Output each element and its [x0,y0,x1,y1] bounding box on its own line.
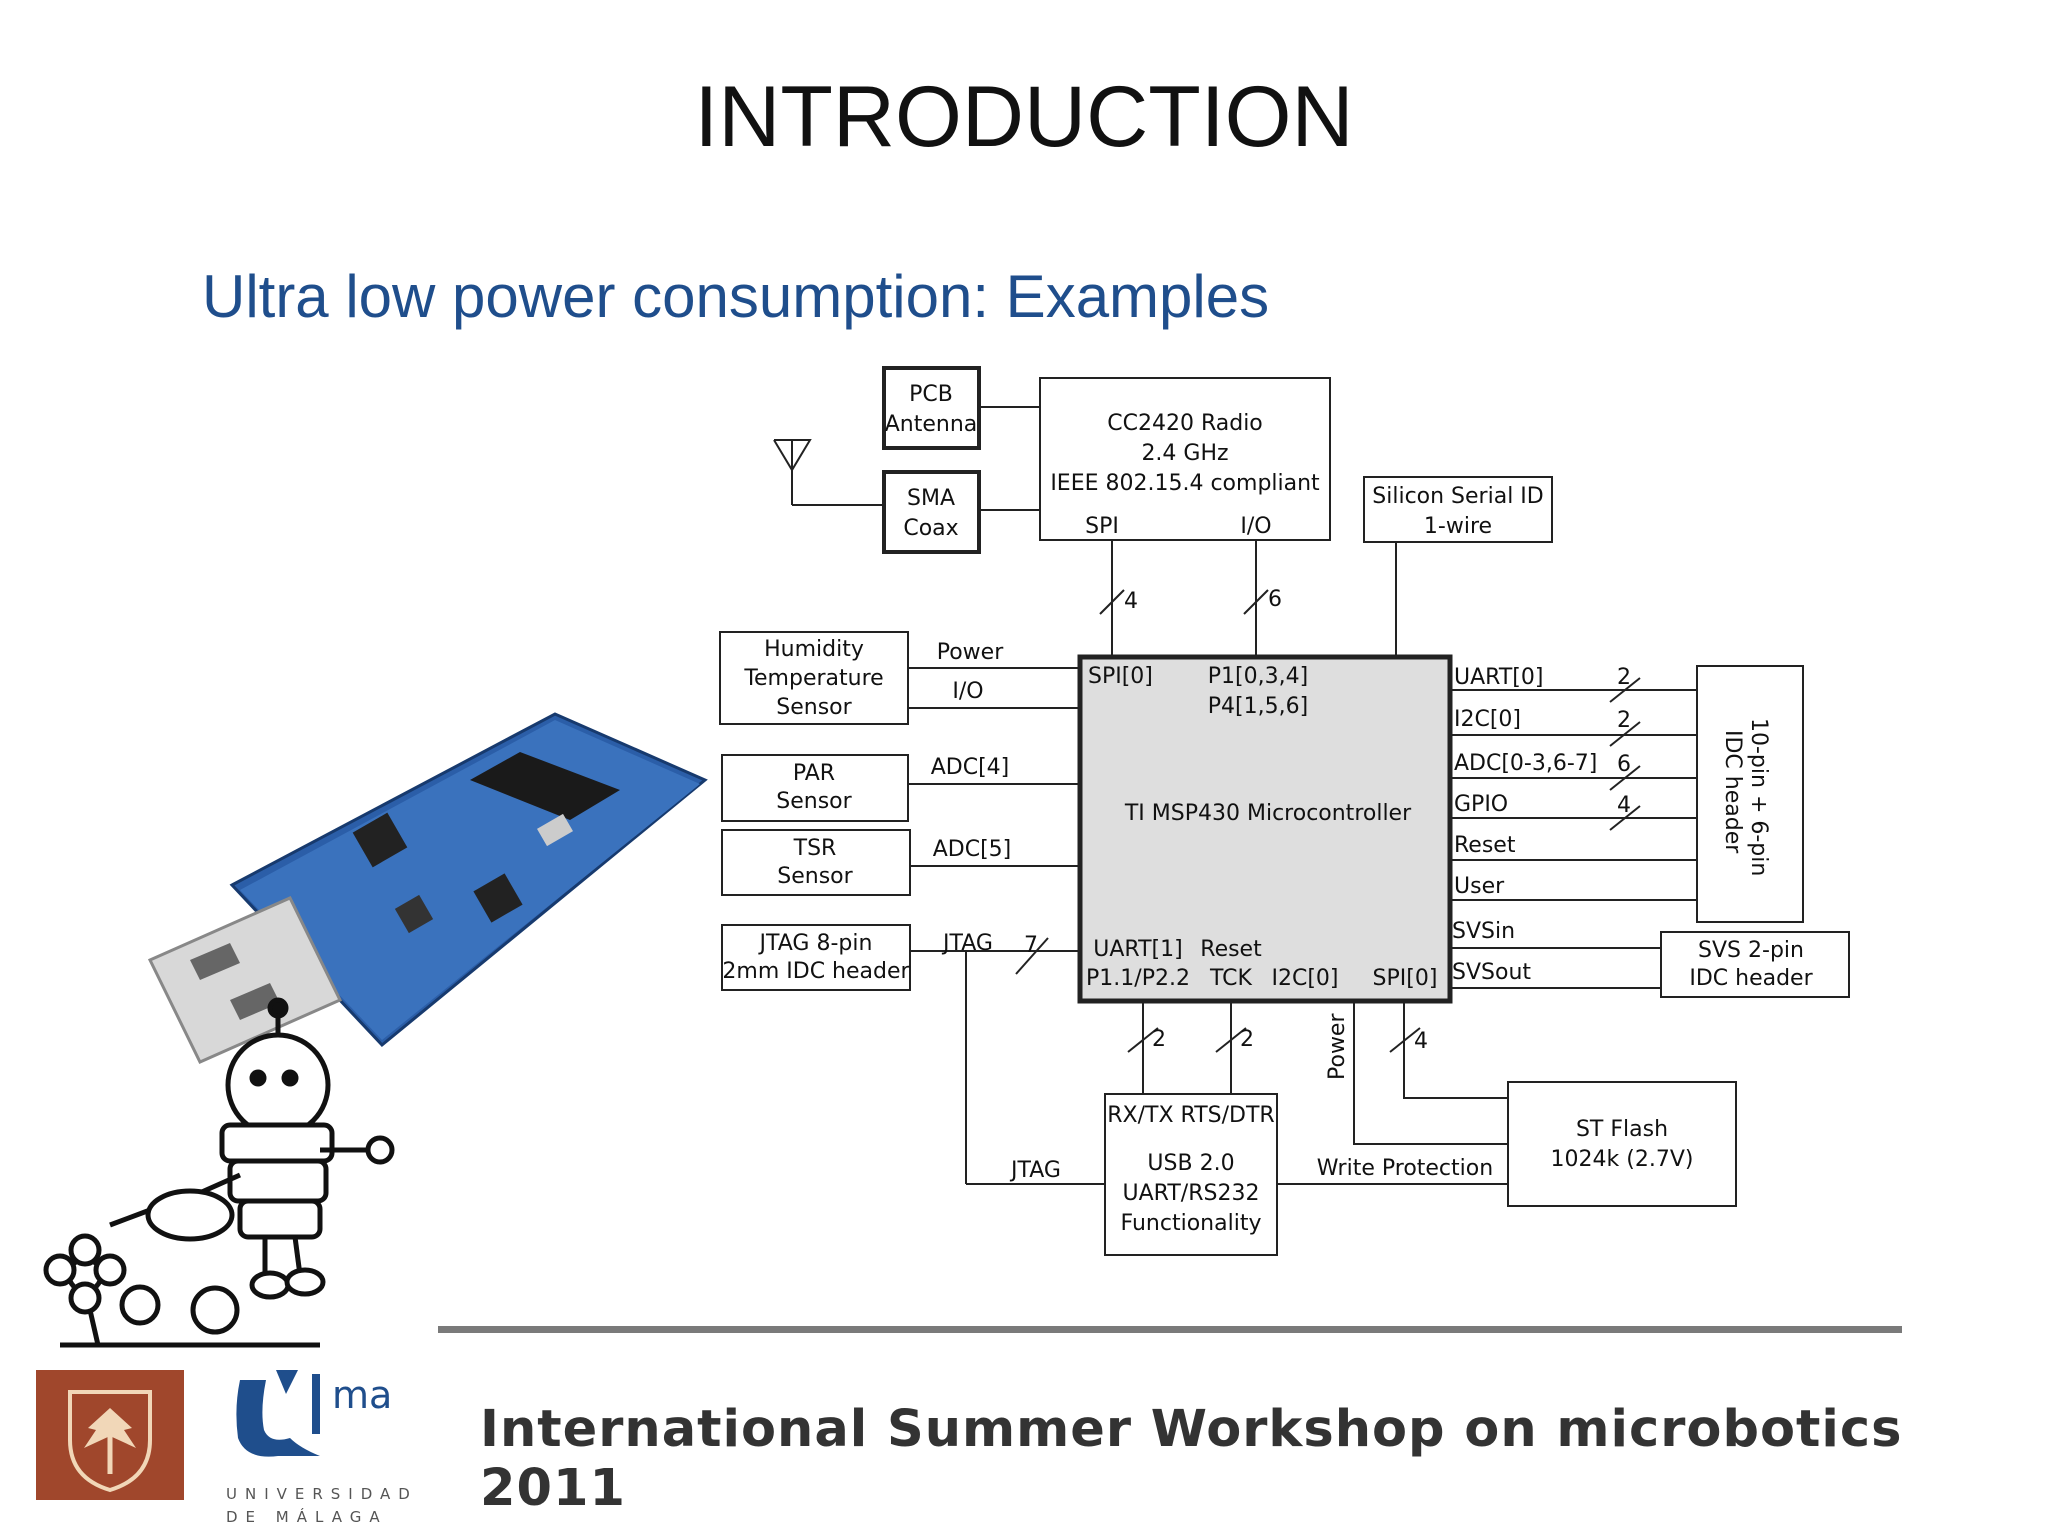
par-line2: Sensor [776,789,852,814]
radio-io-label: I/O [1240,514,1271,539]
radio-spi-label: SPI [1085,514,1119,539]
university-name-line2: DE MÁLAGA [226,1508,388,1526]
signal-adc-range: ADC[0-3,6-7] [1454,751,1597,776]
uma-logo: ma [236,1370,390,1457]
mcu-port-p1: P1[0,3,4] [1208,664,1308,689]
mcu-port-p4: P4[1,5,6] [1208,694,1308,719]
humidity-line1: Humidity [764,637,864,662]
robot-cartoon [43,997,395,1348]
signal-user: User [1454,874,1505,899]
humidity-line2: Temperature [743,666,883,691]
jtag-header-line2: 2mm IDC header [722,959,910,984]
usb-line3: UART/RS232 [1123,1181,1260,1206]
mcu-reset: Reset [1200,937,1262,962]
signal-jtag: JTAG [941,931,993,956]
signal-adc4: ADC[4] [931,755,1010,780]
flash-box [1507,1081,1737,1207]
pcb-antenna-line2: Antenna [885,412,978,437]
diagram-wires [773,406,1698,1185]
sma-coax-line1: SMA [907,486,955,511]
idc-header-line2: IDC header [1720,730,1745,854]
width-uart1: 2 [1152,1027,1166,1052]
mcu-box [1077,654,1453,1004]
humidity-line3: Sensor [776,695,852,720]
pcb-antenna-box [882,366,981,450]
flash-line1: ST Flash [1576,1117,1668,1142]
power-vertical-label: Power [1325,1013,1350,1080]
flash-line2: 1024k (2.7V) [1551,1147,1694,1172]
footer-divider [438,1326,1902,1333]
idc-header-line1: 10-pin + 6-pin [1746,718,1771,876]
serial-id-line1: Silicon Serial ID [1372,484,1543,509]
svs-header-box [1660,931,1850,998]
sma-coax-box [882,470,981,554]
width-adc: 6 [1617,752,1631,777]
university-name-line1: UNIVERSIDAD [226,1485,418,1503]
width-flash: 4 [1414,1029,1428,1054]
svs-header-line2: IDC header [1689,966,1813,991]
write-protection-label: Write Protection [1317,1156,1493,1181]
tsr-line1: TSR [793,836,837,861]
width-spi: 4 [1124,589,1138,614]
signal-adc5: ADC[5] [933,837,1012,862]
slide-title: INTRODUCTION [694,69,1354,165]
jtag-bottom-label: JTAG [1009,1158,1061,1183]
usb-box [1104,1093,1278,1256]
radio-line1: CC2420 Radio [1107,411,1263,436]
width-gpio: 4 [1617,793,1631,818]
tsr-line2: Sensor [777,864,853,889]
mcu-label: TI MSP430 Microcontroller [1124,801,1412,826]
radio-line3: IEEE 802.15.4 compliant [1050,471,1320,496]
jtag-header-line1: JTAG 8-pin [758,931,873,956]
signal-reset: Reset [1454,833,1516,858]
usb-line4: Functionality [1121,1211,1262,1236]
sma-coax-line2: Coax [903,516,958,541]
signal-power: Power [937,640,1004,665]
idc-header-box [1696,665,1804,923]
footer-text: International Summer Workshop on microbo… [480,1400,1903,1518]
width-reset: 2 [1240,1027,1254,1052]
signal-io: I/O [952,679,983,704]
crest-logo [36,1370,184,1500]
width-i2c0: 2 [1617,708,1631,733]
radio-line2: 2.4 GHz [1141,441,1228,466]
radio-box [1039,377,1331,541]
mcu-uart1: UART[1] [1093,937,1182,962]
mcu-tck: TCK [1209,966,1253,991]
usb-line2: USB 2.0 [1147,1151,1234,1176]
bus-slashes [1015,589,1641,1053]
usb-line1: RX/TX RTS/DTR [1107,1103,1274,1128]
width-io: 6 [1268,587,1282,612]
uma-mark: ma [332,1373,390,1417]
par-line1: PAR [793,761,835,786]
humidity-sensor-box [719,631,909,725]
mote-board-image [147,712,708,1064]
width-uart0: 2 [1617,665,1631,690]
serial-id-line2: 1-wire [1424,514,1492,539]
mcu-i2c0-bottom: I2C[0] [1271,966,1338,991]
mcu-p11-p22: P1.1/P2.2 [1086,966,1190,991]
serial-id-box [1363,476,1553,543]
tsr-sensor-box [721,829,911,896]
signal-gpio: GPIO [1454,792,1508,817]
mcu-spi0-top: SPI[0] [1088,664,1153,689]
signal-svsin: SVSin [1452,919,1515,944]
width-jtag: 7 [1024,933,1038,958]
mcu-spi0-bottom: SPI[0] [1373,966,1438,991]
slide-subtitle: Ultra low power consumption: Examples [202,263,1270,330]
pcb-antenna-line1: PCB [909,382,953,407]
signal-svsout: SVSout [1452,960,1531,985]
jtag-header-box [721,924,911,991]
svs-header-line1: SVS 2-pin [1698,938,1804,963]
signal-i2c0: I2C[0] [1454,707,1521,732]
par-sensor-box [721,754,909,822]
signal-uart0: UART[0] [1454,665,1543,690]
